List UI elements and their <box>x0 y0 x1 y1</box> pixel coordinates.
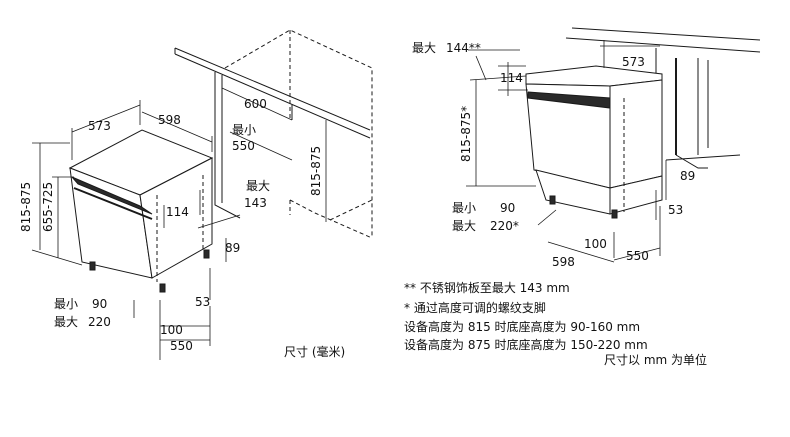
right-dim-144: 144** <box>446 41 481 55</box>
left-dim-655-725: 655-725 <box>41 182 55 232</box>
left-countertop <box>174 29 373 239</box>
left-dim-143: 143 <box>244 196 267 210</box>
left-dim-53: 53 <box>195 295 210 309</box>
left-dim-220: 220 <box>88 315 111 329</box>
left-dim-815-875: 815-875 <box>19 182 33 232</box>
right-notes: ** 不锈钢饰板至最大 143 mm * 通过高度可调的螺纹支脚 设备高度为 8… <box>404 281 707 367</box>
note-adjustable-feet: * 通过高度可调的螺纹支脚 <box>404 300 546 315</box>
right-dim-89: 89 <box>680 169 695 183</box>
left-dim-598: 598 <box>158 113 181 127</box>
left-dishwasher <box>68 129 214 293</box>
right-dim-598: 598 <box>552 255 575 269</box>
right-dim-815-875: 815-875* <box>459 106 473 162</box>
right-dim-100: 100 <box>584 237 607 251</box>
note-height-815: 设备高度为 815 时底座高度为 90-160 mm <box>404 319 640 334</box>
right-dimension-lines <box>466 40 667 263</box>
right-dim-max-label: 最大 <box>412 41 436 55</box>
right-dim-90: 90 <box>500 201 515 215</box>
right-dim-min-label: 最小 <box>452 201 476 215</box>
left-dim-573: 573 <box>88 119 111 133</box>
note-height-875: 设备高度为 875 时底座高度为 150-220 mm <box>404 337 648 352</box>
left-dim-min-label-2: 最小 <box>54 297 78 311</box>
left-dim-max-label-2: 最大 <box>54 315 78 329</box>
right-dim-114: 114 <box>500 71 523 85</box>
left-dimension-lines <box>31 87 327 360</box>
left-dim-max-label: 最大 <box>246 179 270 193</box>
left-dim-min-label: 最小 <box>232 123 256 137</box>
left-dim-90: 90 <box>92 297 107 311</box>
left-dim-600: 600 <box>244 97 267 111</box>
note-units-mm: 尺寸以 mm 为单位 <box>604 352 707 367</box>
left-dim-114: 114 <box>166 205 189 219</box>
right-dim-53: 53 <box>668 203 683 217</box>
right-dim-220: 220* <box>490 219 519 233</box>
note-stainless-panel: ** 不锈钢饰板至最大 143 mm <box>404 281 570 295</box>
right-dim-max-label-2: 最大 <box>452 219 476 233</box>
right-dim-550: 550 <box>626 249 649 263</box>
left-caption: 尺寸 (毫米) <box>284 344 345 359</box>
right-view: 最大 144** 573 114 815-875* 89 53 最小 90 最大… <box>404 27 761 367</box>
right-dishwasher <box>525 65 663 219</box>
left-dim-niche-815-875: 815-875 <box>309 146 323 196</box>
left-dimension-labels: 573 598 600 最小 550 815-875 655-725 815-8… <box>19 97 323 353</box>
right-dimension-labels: 最大 144** 573 114 815-875* 89 53 最小 90 最大… <box>412 41 695 269</box>
left-view: 573 598 600 最小 550 815-875 655-725 815-8… <box>19 29 373 360</box>
left-dim-89: 89 <box>225 241 240 255</box>
left-dim-550-niche: 550 <box>232 139 255 153</box>
left-dim-100: 100 <box>160 323 183 337</box>
left-dim-550: 550 <box>170 339 193 353</box>
right-dim-573: 573 <box>622 55 645 69</box>
